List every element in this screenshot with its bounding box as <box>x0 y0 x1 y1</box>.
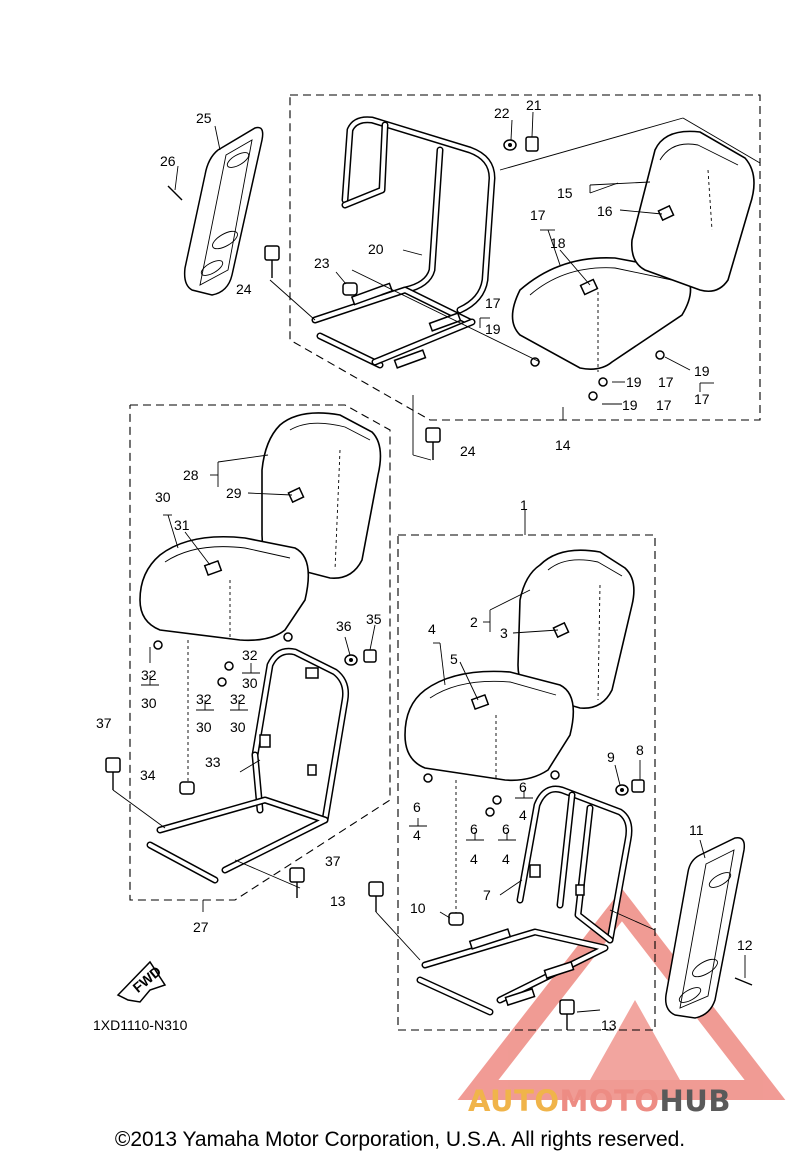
assembly-boundaries <box>129 94 761 1031</box>
callout-4: 4 <box>413 827 421 843</box>
seat-assembly-27 <box>105 412 382 912</box>
callout-10: 10 <box>410 900 426 916</box>
callout-32: 32 <box>141 667 157 683</box>
callout-32: 32 <box>196 691 212 707</box>
callout-37: 37 <box>96 715 112 731</box>
callout-35: 35 <box>366 611 382 627</box>
callout-19: 19 <box>694 363 710 379</box>
callout-34: 34 <box>140 767 156 783</box>
callout-17: 17 <box>530 207 546 223</box>
watermark-text: AUTOMOTOHUB <box>468 1084 731 1118</box>
diagram-code: 1XD1110-N310 <box>93 1017 188 1033</box>
callout-17: 17 <box>485 295 501 311</box>
callout-29: 29 <box>226 485 242 501</box>
callout-17: 17 <box>658 374 674 390</box>
side-panel-25 <box>183 126 264 296</box>
callout-28: 28 <box>183 467 199 483</box>
callout-19: 19 <box>622 397 638 413</box>
callout-6: 6 <box>502 821 510 837</box>
callout-17: 17 <box>694 391 710 407</box>
rear-seat-assembly-top <box>167 111 761 461</box>
callout-18: 18 <box>550 235 566 251</box>
seat-frame-20 <box>311 116 496 369</box>
callout-30: 30 <box>155 489 171 505</box>
copyright-notice: ©2013 Yamaha Motor Corporation, U.S.A. A… <box>114 1128 686 1151</box>
callout-30: 30 <box>230 719 246 735</box>
callout-3: 3 <box>500 625 508 641</box>
callout-19: 19 <box>626 374 642 390</box>
callout-21: 21 <box>526 97 542 113</box>
callout-25: 25 <box>196 110 212 126</box>
callout-14: 14 <box>555 437 571 453</box>
callout-6: 6 <box>413 799 421 815</box>
callout-19: 19 <box>485 321 501 337</box>
callout-26: 26 <box>160 153 176 169</box>
callout-labels: 1 2 3 4 5 6 4 6 4 6 4 6 4 7 8 9 10 11 12… <box>96 97 753 1033</box>
seat-backrest-15 <box>630 130 755 293</box>
callout-31: 31 <box>174 517 190 533</box>
callout-5: 5 <box>450 651 458 667</box>
seat-assembly-1 <box>368 510 753 1030</box>
callout-36: 36 <box>336 618 352 634</box>
callout-24: 24 <box>460 443 476 459</box>
callout-27: 27 <box>193 919 209 935</box>
callout-13: 13 <box>330 893 346 909</box>
callout-30: 30 <box>242 675 258 691</box>
fwd-direction-arrow: FWD <box>116 960 167 1003</box>
watermark-part-hub: HUB <box>659 1084 731 1118</box>
callout-1: 1 <box>520 497 528 513</box>
callout-4: 4 <box>519 807 527 823</box>
callout-6: 6 <box>519 779 527 795</box>
callout-9: 9 <box>607 749 615 765</box>
callout-16: 16 <box>597 203 613 219</box>
callout-17: 17 <box>656 397 672 413</box>
callout-12: 12 <box>737 937 753 953</box>
callout-30: 30 <box>196 719 212 735</box>
callout-32: 32 <box>242 647 258 663</box>
callout-6: 6 <box>470 821 478 837</box>
callout-30: 30 <box>141 695 157 711</box>
callout-4: 4 <box>470 851 478 867</box>
callout-24: 24 <box>236 281 252 297</box>
watermark-part-auto: AUTO <box>468 1084 560 1118</box>
callout-20: 20 <box>368 241 384 257</box>
callout-8: 8 <box>636 742 644 758</box>
callout-37: 37 <box>325 853 341 869</box>
callout-23: 23 <box>314 255 330 271</box>
callout-2: 2 <box>470 614 478 630</box>
callout-4: 4 <box>502 851 510 867</box>
callout-7: 7 <box>483 887 491 903</box>
callout-11: 11 <box>689 822 704 838</box>
watermark-part-moto: MOTO <box>559 1084 660 1118</box>
callout-22: 22 <box>494 105 510 121</box>
callout-32: 32 <box>230 691 246 707</box>
callout-33: 33 <box>205 754 221 770</box>
callout-4: 4 <box>428 621 436 637</box>
callout-15: 15 <box>557 185 573 201</box>
callout-13: 13 <box>601 1017 617 1033</box>
seat-cushion-17 <box>511 256 692 372</box>
